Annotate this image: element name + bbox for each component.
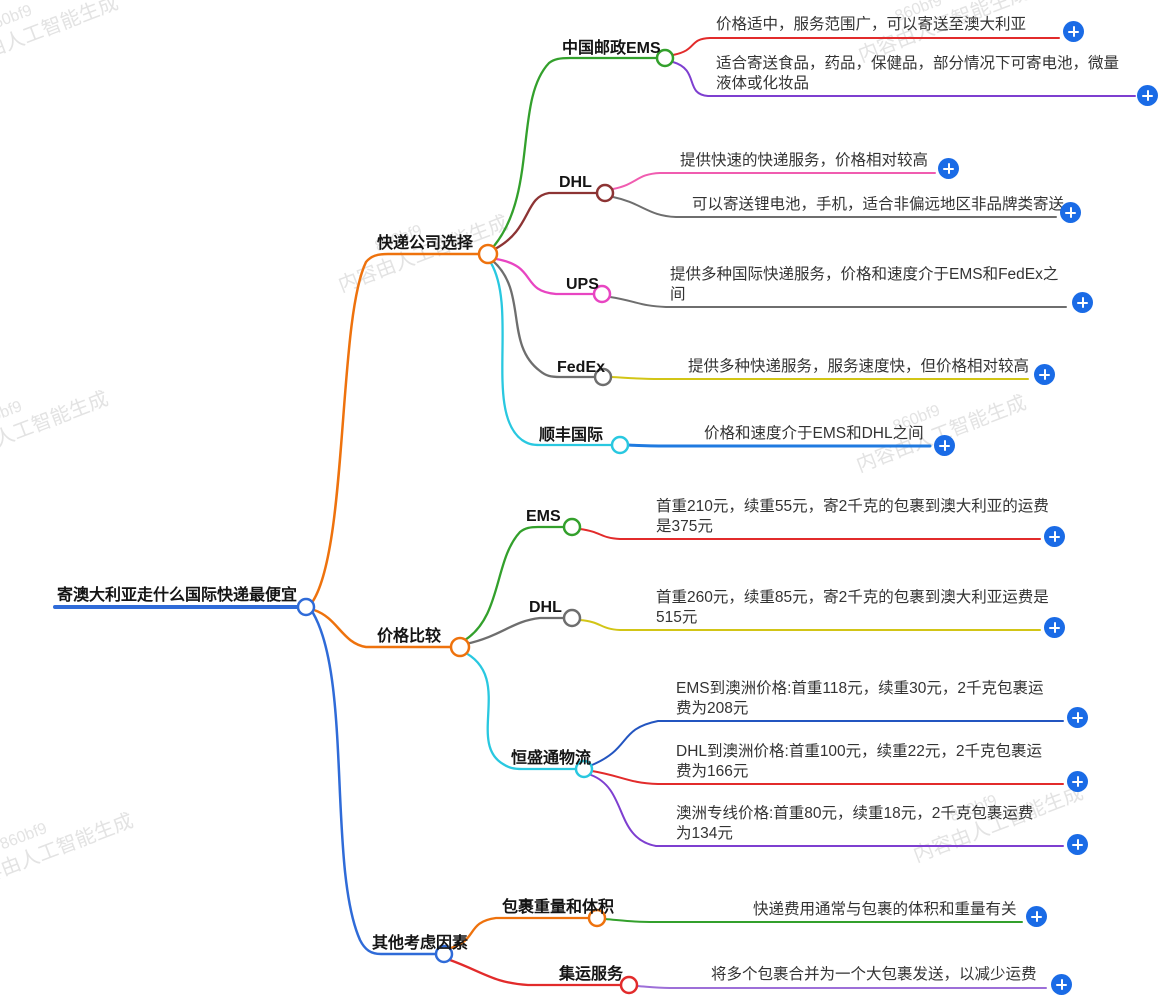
node-dot-other-factors[interactable] xyxy=(434,944,454,964)
edge-root-express-company xyxy=(311,252,481,603)
edge-package-weight xyxy=(449,916,591,950)
node-dot-consolidation[interactable] xyxy=(619,975,639,995)
add-node-button[interactable] xyxy=(1060,202,1081,223)
add-node-button[interactable] xyxy=(934,435,955,456)
edge-sf-international xyxy=(489,261,614,447)
node-topic-dhl[interactable]: DHL xyxy=(559,174,592,191)
leaf-note[interactable]: 提供快速的快递服务，价格相对较高 xyxy=(680,152,929,169)
add-node-button[interactable] xyxy=(1034,364,1055,385)
leaf-note[interactable]: 快递费用通常与包裹的体积和重量有关 xyxy=(753,901,1017,918)
add-node-button[interactable] xyxy=(1137,85,1158,106)
edge-leaf-dhl-note1 xyxy=(612,172,936,190)
leaf-note[interactable]: 首重260元，续重85元，寄2千克的包裹到澳大利亚运费是515元 xyxy=(656,589,1049,626)
add-node-button[interactable] xyxy=(1067,834,1088,855)
node-topic-hengshengtong[interactable]: 恒盛通物流 xyxy=(511,750,592,767)
add-node-button[interactable] xyxy=(938,158,959,179)
edge-leaf-dhl-price-note xyxy=(579,619,1041,631)
add-node-button[interactable] xyxy=(1063,21,1084,42)
node-topic-sf-international[interactable]: 顺丰国际 xyxy=(539,427,604,444)
node-dot-fedex[interactable] xyxy=(593,367,613,387)
branch-topic-price-comparison[interactable]: 价格比较 xyxy=(377,628,442,645)
leaf-note[interactable]: 提供多种快递服务，服务速度快，但价格相对较高 xyxy=(688,358,1030,375)
node-topic-consolidation-service[interactable]: 集运服务 xyxy=(559,966,624,983)
edge-leaf-dhl-note2 xyxy=(612,196,1057,218)
node-topic-dhl-price[interactable]: DHL xyxy=(529,599,562,616)
node-dot-ems-price[interactable] xyxy=(562,517,582,537)
leaf-note[interactable]: 价格和速度介于EMS和DHL之间 xyxy=(704,425,924,442)
node-topic-package-weight-volume[interactable]: 包裹重量和体积 xyxy=(502,899,615,916)
node-dot-hengshengtong[interactable] xyxy=(574,759,594,779)
edge-leaf-consolidation-note xyxy=(636,985,1047,989)
edge-dhl xyxy=(493,191,599,251)
node-topic-ems-price[interactable]: EMS xyxy=(526,508,561,525)
edge-dhl-price xyxy=(464,616,566,646)
add-node-button[interactable] xyxy=(1072,292,1093,313)
node-dot-sf-international[interactable] xyxy=(610,435,630,455)
add-node-button[interactable] xyxy=(1051,974,1072,995)
add-node-button[interactable] xyxy=(1026,906,1047,927)
leaf-note[interactable]: 首重210元，续重55元，寄2千克的包裹到澳大利亚的运费是375元 xyxy=(656,498,1049,535)
node-dot-dhl[interactable] xyxy=(595,183,615,203)
branch-topic-express-company[interactable]: 快递公司选择 xyxy=(377,235,474,252)
node-dot-express-company[interactable] xyxy=(477,243,499,265)
leaf-note[interactable]: 可以寄送锂电池，手机，适合非偏远地区非品牌类寄送 xyxy=(692,196,1065,213)
edge-china-post-ems xyxy=(492,56,659,248)
leaf-note[interactable]: 将多个包裹合并为一个大包裹发送，以减少运费 xyxy=(711,966,1037,983)
add-node-button[interactable] xyxy=(1067,771,1088,792)
leaf-note[interactable]: 澳洲专线价格:首重80元，续重18元，2千克包裹运费为134元 xyxy=(676,805,1034,842)
edge-ups xyxy=(494,257,596,296)
node-dot-ups[interactable] xyxy=(592,284,612,304)
leaf-note[interactable]: EMS到澳洲价格:首重118元，续重30元，2千克包裹运费为208元 xyxy=(676,680,1044,717)
node-dot-price-comparison[interactable] xyxy=(449,636,471,658)
add-node-button[interactable] xyxy=(1067,707,1088,728)
edge-root-other-factors xyxy=(311,611,438,956)
node-dot-china-post-ems[interactable] xyxy=(655,48,675,68)
add-node-button[interactable] xyxy=(1044,617,1065,638)
add-node-button[interactable] xyxy=(1044,526,1065,547)
edge-consolidation xyxy=(448,958,622,987)
edge-fedex xyxy=(491,259,597,379)
leaf-note[interactable]: 价格适中，服务范围广，可以寄送至澳大利亚 xyxy=(716,16,1027,33)
node-dot-dhl-price[interactable] xyxy=(562,608,582,628)
edge-root-price-comparison xyxy=(312,608,453,649)
edge-leaf-ups-note xyxy=(609,296,1067,308)
edge-leaf-hst-note3 xyxy=(590,774,1064,847)
leaf-note[interactable]: 适合寄送食品，药品，保健品，部分情况下可寄电池，微量液体或化妆品 xyxy=(716,55,1120,92)
edge-hengshengtong xyxy=(460,649,578,771)
node-topic-ups[interactable]: UPS xyxy=(566,276,599,293)
leaf-note[interactable]: 提供多种国际快递服务，价格和速度介于EMS和FedEx之间 xyxy=(670,266,1059,303)
root-topic[interactable]: 寄澳大利亚走什么国际快递最便宜 xyxy=(57,587,298,604)
node-dot-package-weight[interactable] xyxy=(587,908,607,928)
edge-leaf-sf-note xyxy=(626,443,932,448)
branch-topic-other-factors[interactable]: 其他考虑因素 xyxy=(372,935,469,952)
edge-leaf-fedex-note xyxy=(610,376,1029,380)
leaf-note[interactable]: DHL到澳洲价格:首重100元，续重22元，2千克包裹运费为166元 xyxy=(676,743,1043,780)
edge-leaf-ems-note2 xyxy=(672,61,1136,97)
node-topic-china-post-ems[interactable]: 中国邮政EMS xyxy=(562,40,661,57)
edge-leaf-weight-note xyxy=(604,918,1023,923)
edge-ems-price xyxy=(463,525,566,642)
edge-leaf-ems-note1 xyxy=(672,37,1060,56)
node-dot-root[interactable] xyxy=(296,597,316,617)
edge-leaf-hst-note1 xyxy=(591,720,1064,766)
edge-leaf-hst-note2 xyxy=(591,770,1064,785)
node-topic-fedex[interactable]: FedEx xyxy=(557,359,606,376)
edge-leaf-ems-price-note xyxy=(579,528,1041,540)
